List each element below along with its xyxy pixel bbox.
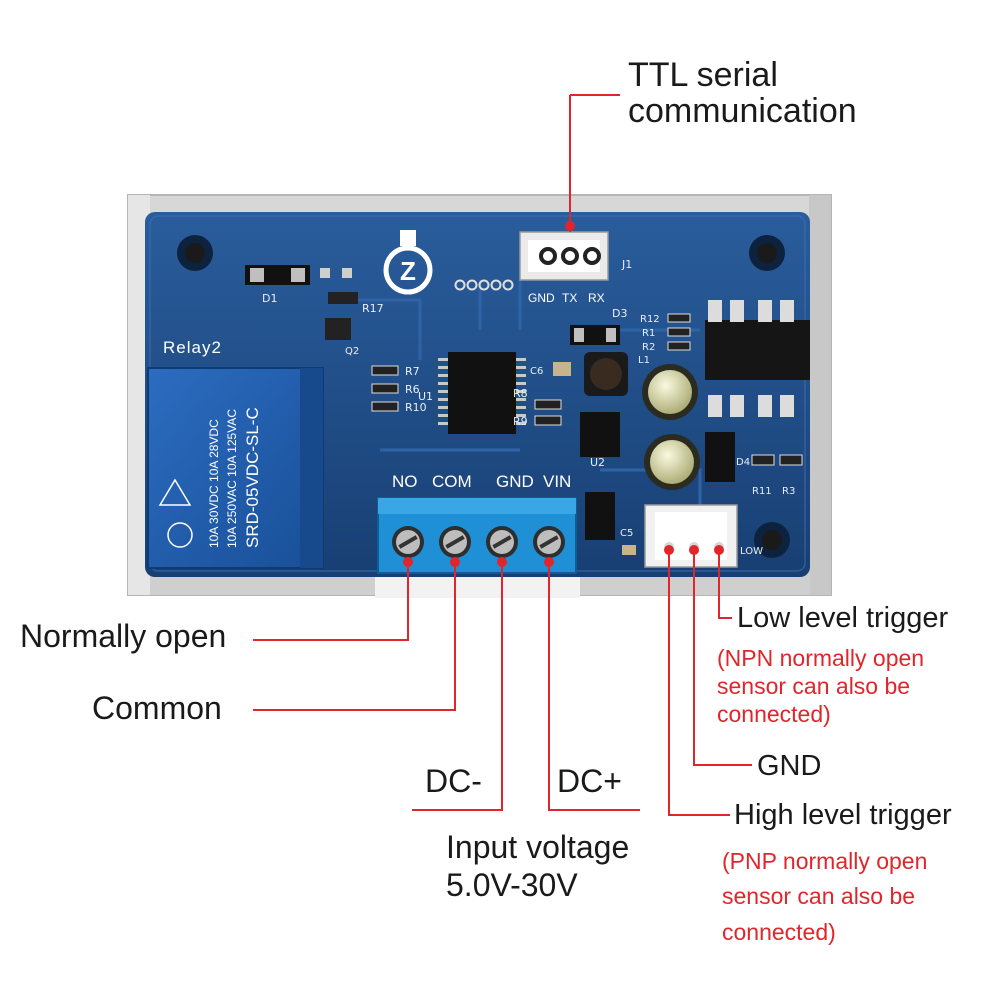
label-r2: R2 xyxy=(642,342,655,353)
smd-cluster: R17 Q2 xyxy=(320,268,384,357)
header-label-tx: TX xyxy=(562,291,577,305)
screw-terminal xyxy=(533,526,565,558)
label-r3: R3 xyxy=(782,486,795,497)
callout-labels: TTL serial communication Normally open C… xyxy=(20,56,952,945)
terminal-labels: NO COM GND VIN xyxy=(392,472,571,491)
low-trigger-note-line1: (NPN normally open xyxy=(717,645,924,671)
label-d4: D4 xyxy=(736,457,750,468)
chip-u2: U2 xyxy=(580,412,620,469)
mosfets: D4 R11 R3 xyxy=(705,300,810,497)
label-low: LOW xyxy=(740,546,763,557)
resistors-left: R7 R6 R10 xyxy=(371,365,427,414)
resistors-mid: R8 R9 C6 xyxy=(513,362,571,428)
high-trigger-note-line3: connected) xyxy=(722,919,836,945)
pin-row xyxy=(454,279,514,291)
ttl-label-line2: communication xyxy=(628,92,857,130)
label-d3: D3 xyxy=(612,307,627,320)
relay-rating-text-1: 10A 250VAC 10A 125VAC xyxy=(225,409,239,548)
label-l1: L1 xyxy=(638,355,650,366)
gnd-label: GND xyxy=(757,750,821,782)
input-voltage-label-line2: 5.0V-30V xyxy=(446,867,578,903)
terminal-label-vin: VIN xyxy=(543,472,571,491)
ttl-header-j1: J1 GND TX RX xyxy=(519,231,632,305)
label-r11: R11 xyxy=(752,486,772,497)
relay-warning-icon xyxy=(158,478,192,506)
diode-d1: D1 xyxy=(245,265,310,305)
label-r12: R12 xyxy=(640,314,660,325)
label-q2: Q2 xyxy=(345,346,359,357)
label-r8: R8 xyxy=(513,387,528,400)
label-c6: C6 xyxy=(530,366,543,377)
screw-terminal xyxy=(486,526,518,558)
input-voltage-label-line1: Input voltage xyxy=(446,829,629,865)
normally-open-label: Normally open xyxy=(20,618,226,654)
high-trigger-note-line1: (PNP normally open xyxy=(722,848,927,874)
high-trigger-note-line2: sensor can also be xyxy=(722,883,915,909)
label-r9: R9 xyxy=(513,415,528,428)
relay-model-text: SRD-05VDC-SL-C xyxy=(243,407,262,548)
svg-text:Z: Z xyxy=(400,256,416,286)
terminal-label-gnd: GND xyxy=(496,472,534,491)
capacitors xyxy=(642,364,700,490)
common-label: Common xyxy=(92,690,222,726)
terminal-block xyxy=(377,497,577,574)
dc-minus-label: DC- xyxy=(425,763,482,799)
high-trigger-label: High level trigger xyxy=(734,799,952,831)
label-u1: U1 xyxy=(418,390,433,403)
terminal-label-no: NO xyxy=(392,472,418,491)
low-trigger-label: Low level trigger xyxy=(737,602,948,634)
chip-u1: U1 xyxy=(418,352,526,434)
label-c5: C5 xyxy=(620,528,633,539)
screw-terminal xyxy=(392,526,424,558)
label-d1: D1 xyxy=(262,292,277,305)
relay-rating-text-2: 10A 30VDC 10A 28VDC xyxy=(207,419,221,548)
header-label-gnd: GND xyxy=(528,291,555,305)
screw-terminal xyxy=(439,526,471,558)
label-j1: J1 xyxy=(621,258,632,271)
relay-cert-icon xyxy=(167,522,193,548)
terminal-label-com: COM xyxy=(432,472,472,491)
low-trigger-note-line3: connected) xyxy=(717,701,831,727)
ttl-label-line1: TTL serial xyxy=(628,56,778,94)
label-u2: U2 xyxy=(590,456,605,469)
label-r17: R17 xyxy=(362,302,384,315)
brand-logo-icon: Z xyxy=(383,230,433,295)
low-trigger-note-line2: sensor can also be xyxy=(717,673,910,699)
label-r7: R7 xyxy=(405,365,420,378)
label-r6: R6 xyxy=(405,383,420,396)
header-label-rx: RX xyxy=(588,291,605,305)
dc-plus-label: DC+ xyxy=(557,763,622,799)
smd-near-c5: C5 xyxy=(585,492,636,555)
relay-label: Relay2 xyxy=(163,338,222,357)
diode-d3-group: D3 R12 R1 R2 L1 xyxy=(570,307,691,366)
callout-wires xyxy=(253,94,752,816)
inductor xyxy=(584,352,628,396)
label-r10: R10 xyxy=(405,401,427,414)
label-r1: R1 xyxy=(642,328,655,339)
relay: Relay2 SRD-05VDC-SL-C 10A 250VAC 10A 125… xyxy=(147,338,324,569)
